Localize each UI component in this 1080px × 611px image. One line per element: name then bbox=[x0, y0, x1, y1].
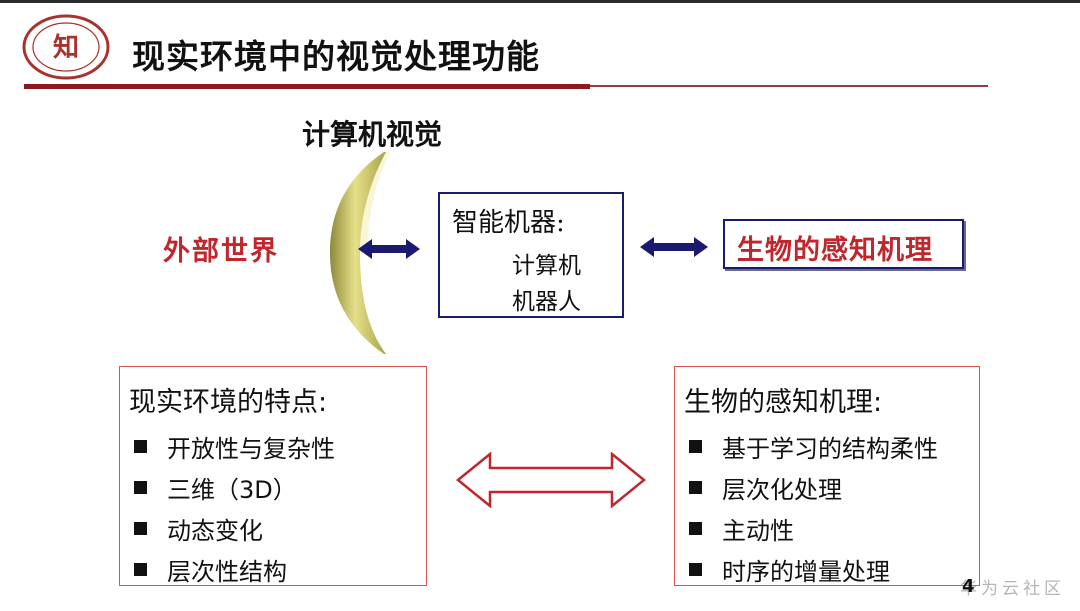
bullet-list: 基于学习的结构柔性 层次化处理 主动性 时序的增量处理 bbox=[689, 426, 938, 590]
bullet-list: 开放性与复杂性 三维（3D） 动态变化 层次性结构 bbox=[134, 426, 335, 590]
university-logo-icon: 知 bbox=[22, 14, 110, 80]
title-underline-thick bbox=[24, 84, 590, 89]
outer-world-label: 外部世界 bbox=[163, 236, 279, 267]
smart-machine-item: 计算机 bbox=[512, 253, 581, 279]
list-item: 动态变化 bbox=[134, 508, 335, 549]
vision-crescent-shape bbox=[330, 152, 390, 354]
bio-mechanism-panel: 生物的感知机理: 基于学习的结构柔性 层次化处理 主动性 时序的增量处理 bbox=[674, 366, 980, 586]
list-item: 开放性与复杂性 bbox=[134, 426, 335, 467]
svg-text:知: 知 bbox=[53, 33, 79, 63]
bio-perception-label: 生物的感知机理 bbox=[737, 235, 933, 266]
double-arrow-icon bbox=[358, 239, 420, 259]
list-item: 时序的增量处理 bbox=[689, 549, 938, 590]
list-item-text: 三维（3D） bbox=[167, 476, 297, 504]
list-item-text: 时序的增量处理 bbox=[722, 558, 890, 586]
list-item-text: 基于学习的结构柔性 bbox=[722, 435, 938, 463]
square-bullet-icon bbox=[689, 440, 702, 453]
list-item: 层次性结构 bbox=[134, 549, 335, 590]
top-border-line bbox=[0, 0, 1080, 3]
list-item-text: 层次化处理 bbox=[722, 476, 842, 504]
computer-vision-label: 计算机视觉 bbox=[302, 118, 443, 151]
environment-features-panel: 现实环境的特点: 开放性与复杂性 三维（3D） 动态变化 层次性结构 bbox=[119, 366, 427, 586]
square-bullet-icon bbox=[134, 522, 147, 535]
square-bullet-icon bbox=[689, 481, 702, 494]
double-arrow-icon bbox=[640, 237, 708, 257]
list-item: 主动性 bbox=[689, 508, 938, 549]
title-underline-thin bbox=[590, 85, 988, 87]
slide-title: 现实环境中的视觉处理功能 bbox=[132, 37, 540, 76]
list-item: 基于学习的结构柔性 bbox=[689, 426, 938, 467]
list-item-text: 主动性 bbox=[722, 517, 794, 545]
square-bullet-icon bbox=[689, 563, 702, 576]
watermark: 华为云社区 bbox=[960, 579, 1065, 599]
hollow-double-arrow-icon bbox=[456, 452, 646, 508]
smart-machine-box: 智能机器: 计算机 机器人 bbox=[438, 192, 624, 318]
list-item-text: 开放性与复杂性 bbox=[167, 435, 335, 463]
panel-title: 生物的感知机理: bbox=[684, 387, 883, 418]
list-item-text: 动态变化 bbox=[167, 517, 263, 545]
list-item-text: 层次性结构 bbox=[167, 558, 287, 586]
list-item: 三维（3D） bbox=[134, 467, 335, 508]
smart-machine-title: 智能机器: bbox=[452, 208, 565, 238]
smart-machine-item: 机器人 bbox=[512, 289, 581, 315]
panel-title: 现实环境的特点: bbox=[129, 387, 328, 418]
list-item: 层次化处理 bbox=[689, 467, 938, 508]
square-bullet-icon bbox=[689, 522, 702, 535]
square-bullet-icon bbox=[134, 440, 147, 453]
page-number: 4 bbox=[962, 576, 975, 597]
square-bullet-icon bbox=[134, 563, 147, 576]
square-bullet-icon bbox=[134, 481, 147, 494]
bio-perception-box: 生物的感知机理 bbox=[723, 219, 964, 269]
